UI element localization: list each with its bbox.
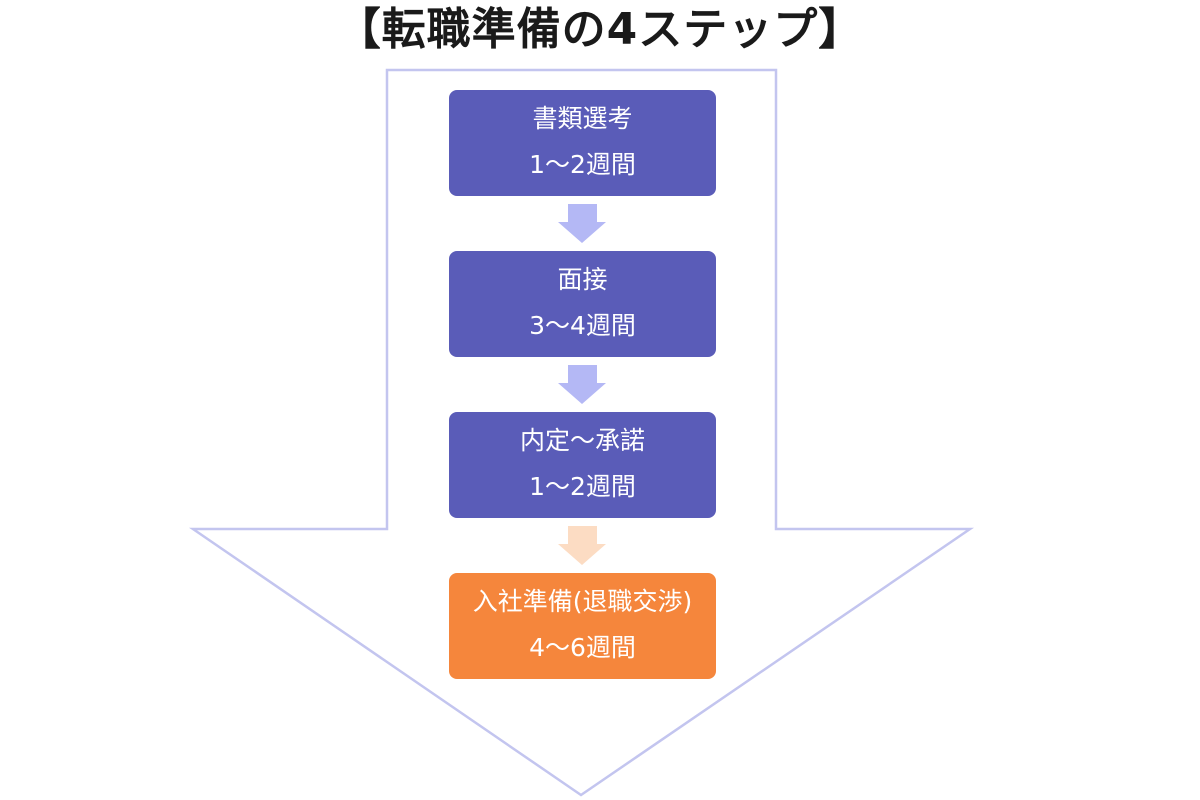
step-onboarding-preparation: 入社準備(退職交渉) 4～6週間 [449, 573, 716, 679]
step-label: 面接 [557, 265, 608, 294]
step-label: 内定～承諾 [519, 426, 645, 455]
step-interview: 面接 3～4週間 [449, 251, 716, 357]
step-duration: 1～2週間 [529, 150, 636, 179]
page-title: 【転職準備の4ステップ】 [336, 4, 864, 55]
step-duration: 3～4週間 [529, 311, 636, 340]
step-label: 書類選考 [532, 104, 633, 133]
step-duration: 4～6週間 [529, 633, 636, 662]
step-offer-acceptance: 内定～承諾 1～2週間 [449, 412, 716, 518]
step-label: 入社準備(退職交渉) [472, 587, 693, 616]
step-duration: 1～2週間 [529, 472, 636, 501]
step-document-screening: 書類選考 1～2週間 [449, 90, 716, 196]
